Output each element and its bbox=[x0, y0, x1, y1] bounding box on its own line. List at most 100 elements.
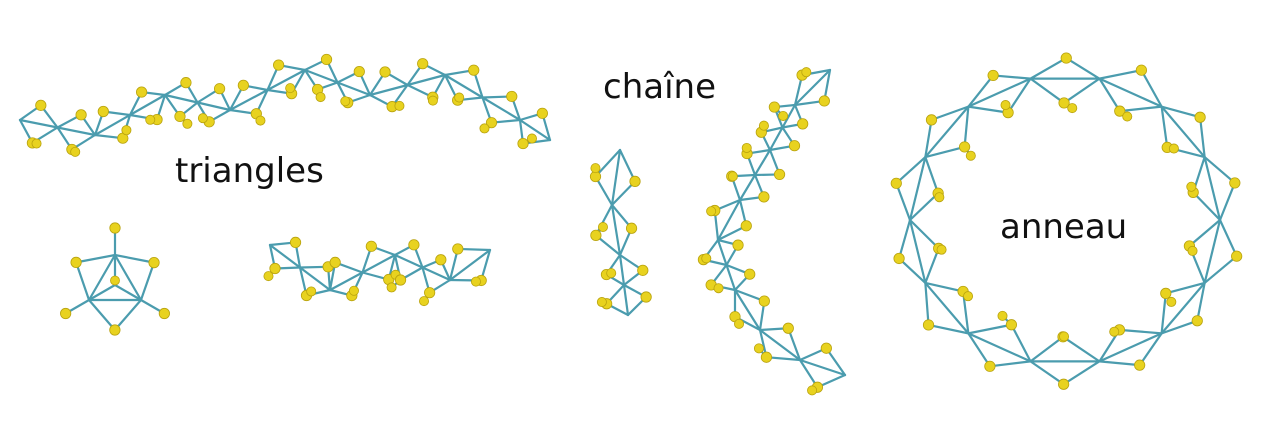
sulfur-atom bbox=[741, 142, 752, 153]
sulfur-atom bbox=[452, 243, 464, 255]
sulfur-atom bbox=[340, 96, 351, 107]
bond bbox=[765, 356, 802, 362]
bond bbox=[924, 105, 970, 159]
sulfur-atom bbox=[758, 295, 770, 307]
sulfur-atom bbox=[468, 64, 480, 76]
sulfur-atom bbox=[1135, 64, 1147, 76]
sulfur-atom bbox=[1191, 315, 1203, 327]
sulfur-atom bbox=[1168, 143, 1179, 154]
bond bbox=[895, 182, 912, 222]
bond bbox=[1218, 218, 1238, 258]
sulfur-atom bbox=[174, 110, 186, 123]
sulfur-atom bbox=[590, 163, 601, 174]
sulfur-atom bbox=[706, 206, 717, 217]
sulfur-atom bbox=[353, 65, 365, 78]
sulfur-atom bbox=[348, 285, 359, 296]
sulfur-atom bbox=[818, 95, 830, 107]
bond bbox=[448, 248, 492, 282]
sulfur-atom bbox=[807, 385, 818, 396]
bond bbox=[328, 271, 364, 292]
bond bbox=[725, 263, 737, 292]
sulfur-atom bbox=[768, 101, 780, 113]
bond bbox=[1061, 335, 1101, 363]
bond bbox=[1160, 281, 1206, 335]
label-ring: anneau bbox=[1000, 207, 1127, 247]
bond bbox=[924, 281, 930, 327]
bond bbox=[618, 148, 637, 183]
sulfur-atom bbox=[1166, 296, 1177, 307]
bond bbox=[74, 261, 91, 302]
bond bbox=[93, 113, 132, 137]
sulfur-atom bbox=[758, 120, 769, 131]
bond bbox=[56, 126, 97, 137]
bond bbox=[1029, 77, 1066, 105]
bond bbox=[361, 253, 397, 274]
sulfur-atom bbox=[427, 95, 438, 106]
sulfur-atom bbox=[1067, 103, 1078, 114]
bond bbox=[266, 68, 307, 92]
bond bbox=[1029, 56, 1068, 80]
sulfur-atom bbox=[1122, 111, 1133, 122]
sulfur-atom bbox=[596, 297, 607, 308]
bond bbox=[298, 266, 332, 292]
sulfur-atom bbox=[485, 117, 498, 129]
sulfur-atom bbox=[740, 220, 752, 232]
sulfur-atom bbox=[97, 105, 109, 118]
bond bbox=[87, 253, 117, 302]
sulfur-atom bbox=[365, 240, 377, 252]
bond bbox=[1203, 155, 1236, 185]
bond bbox=[610, 203, 622, 257]
bond bbox=[1218, 181, 1236, 222]
sulfur-atom bbox=[31, 138, 42, 149]
sulfur-atom bbox=[934, 192, 945, 203]
bond bbox=[113, 253, 156, 264]
sulfur-atom bbox=[273, 59, 285, 71]
bond bbox=[610, 148, 622, 207]
bond bbox=[1188, 218, 1222, 248]
sulfur-atom bbox=[1109, 326, 1120, 337]
bond bbox=[1199, 116, 1206, 159]
bond bbox=[988, 360, 1032, 368]
sulfur-atom bbox=[417, 58, 429, 70]
bond bbox=[1062, 77, 1101, 105]
sulfur-atom bbox=[1060, 52, 1072, 64]
sulfur-atom bbox=[997, 310, 1008, 321]
bond bbox=[1203, 218, 1222, 285]
sulfur-atom bbox=[987, 69, 999, 82]
sulfur-atom bbox=[1231, 250, 1243, 262]
bond bbox=[1098, 77, 1163, 108]
bond bbox=[967, 332, 991, 368]
bond bbox=[924, 281, 970, 335]
sulfur-atom bbox=[701, 253, 712, 264]
bond bbox=[1029, 360, 1065, 386]
sulfur-atom bbox=[890, 177, 902, 189]
bond bbox=[733, 288, 762, 332]
sulfur-atom bbox=[778, 110, 789, 121]
bond bbox=[1006, 77, 1032, 114]
sulfur-atom bbox=[782, 322, 794, 334]
sulfur-atom bbox=[727, 171, 738, 182]
bond bbox=[992, 74, 1032, 80]
sulfur-atom bbox=[320, 53, 333, 66]
sulfur-atom bbox=[625, 222, 638, 234]
bond bbox=[87, 283, 117, 302]
bond bbox=[113, 283, 143, 302]
sulfur-atom bbox=[820, 342, 832, 354]
sulfur-atom bbox=[606, 268, 617, 279]
sulfur-atom bbox=[506, 90, 518, 103]
bond bbox=[897, 218, 912, 260]
sulfur-atom bbox=[640, 291, 652, 303]
bond bbox=[908, 192, 940, 222]
bond bbox=[594, 203, 614, 237]
bond bbox=[87, 298, 116, 332]
sulfur-atom bbox=[1134, 359, 1146, 371]
bond bbox=[622, 283, 630, 317]
bond bbox=[113, 253, 143, 302]
bond bbox=[303, 68, 339, 84]
bond bbox=[481, 96, 522, 122]
bond bbox=[618, 253, 626, 287]
bond bbox=[128, 93, 167, 117]
sulfur-atom bbox=[1160, 287, 1172, 299]
sulfur-atom bbox=[289, 236, 302, 249]
